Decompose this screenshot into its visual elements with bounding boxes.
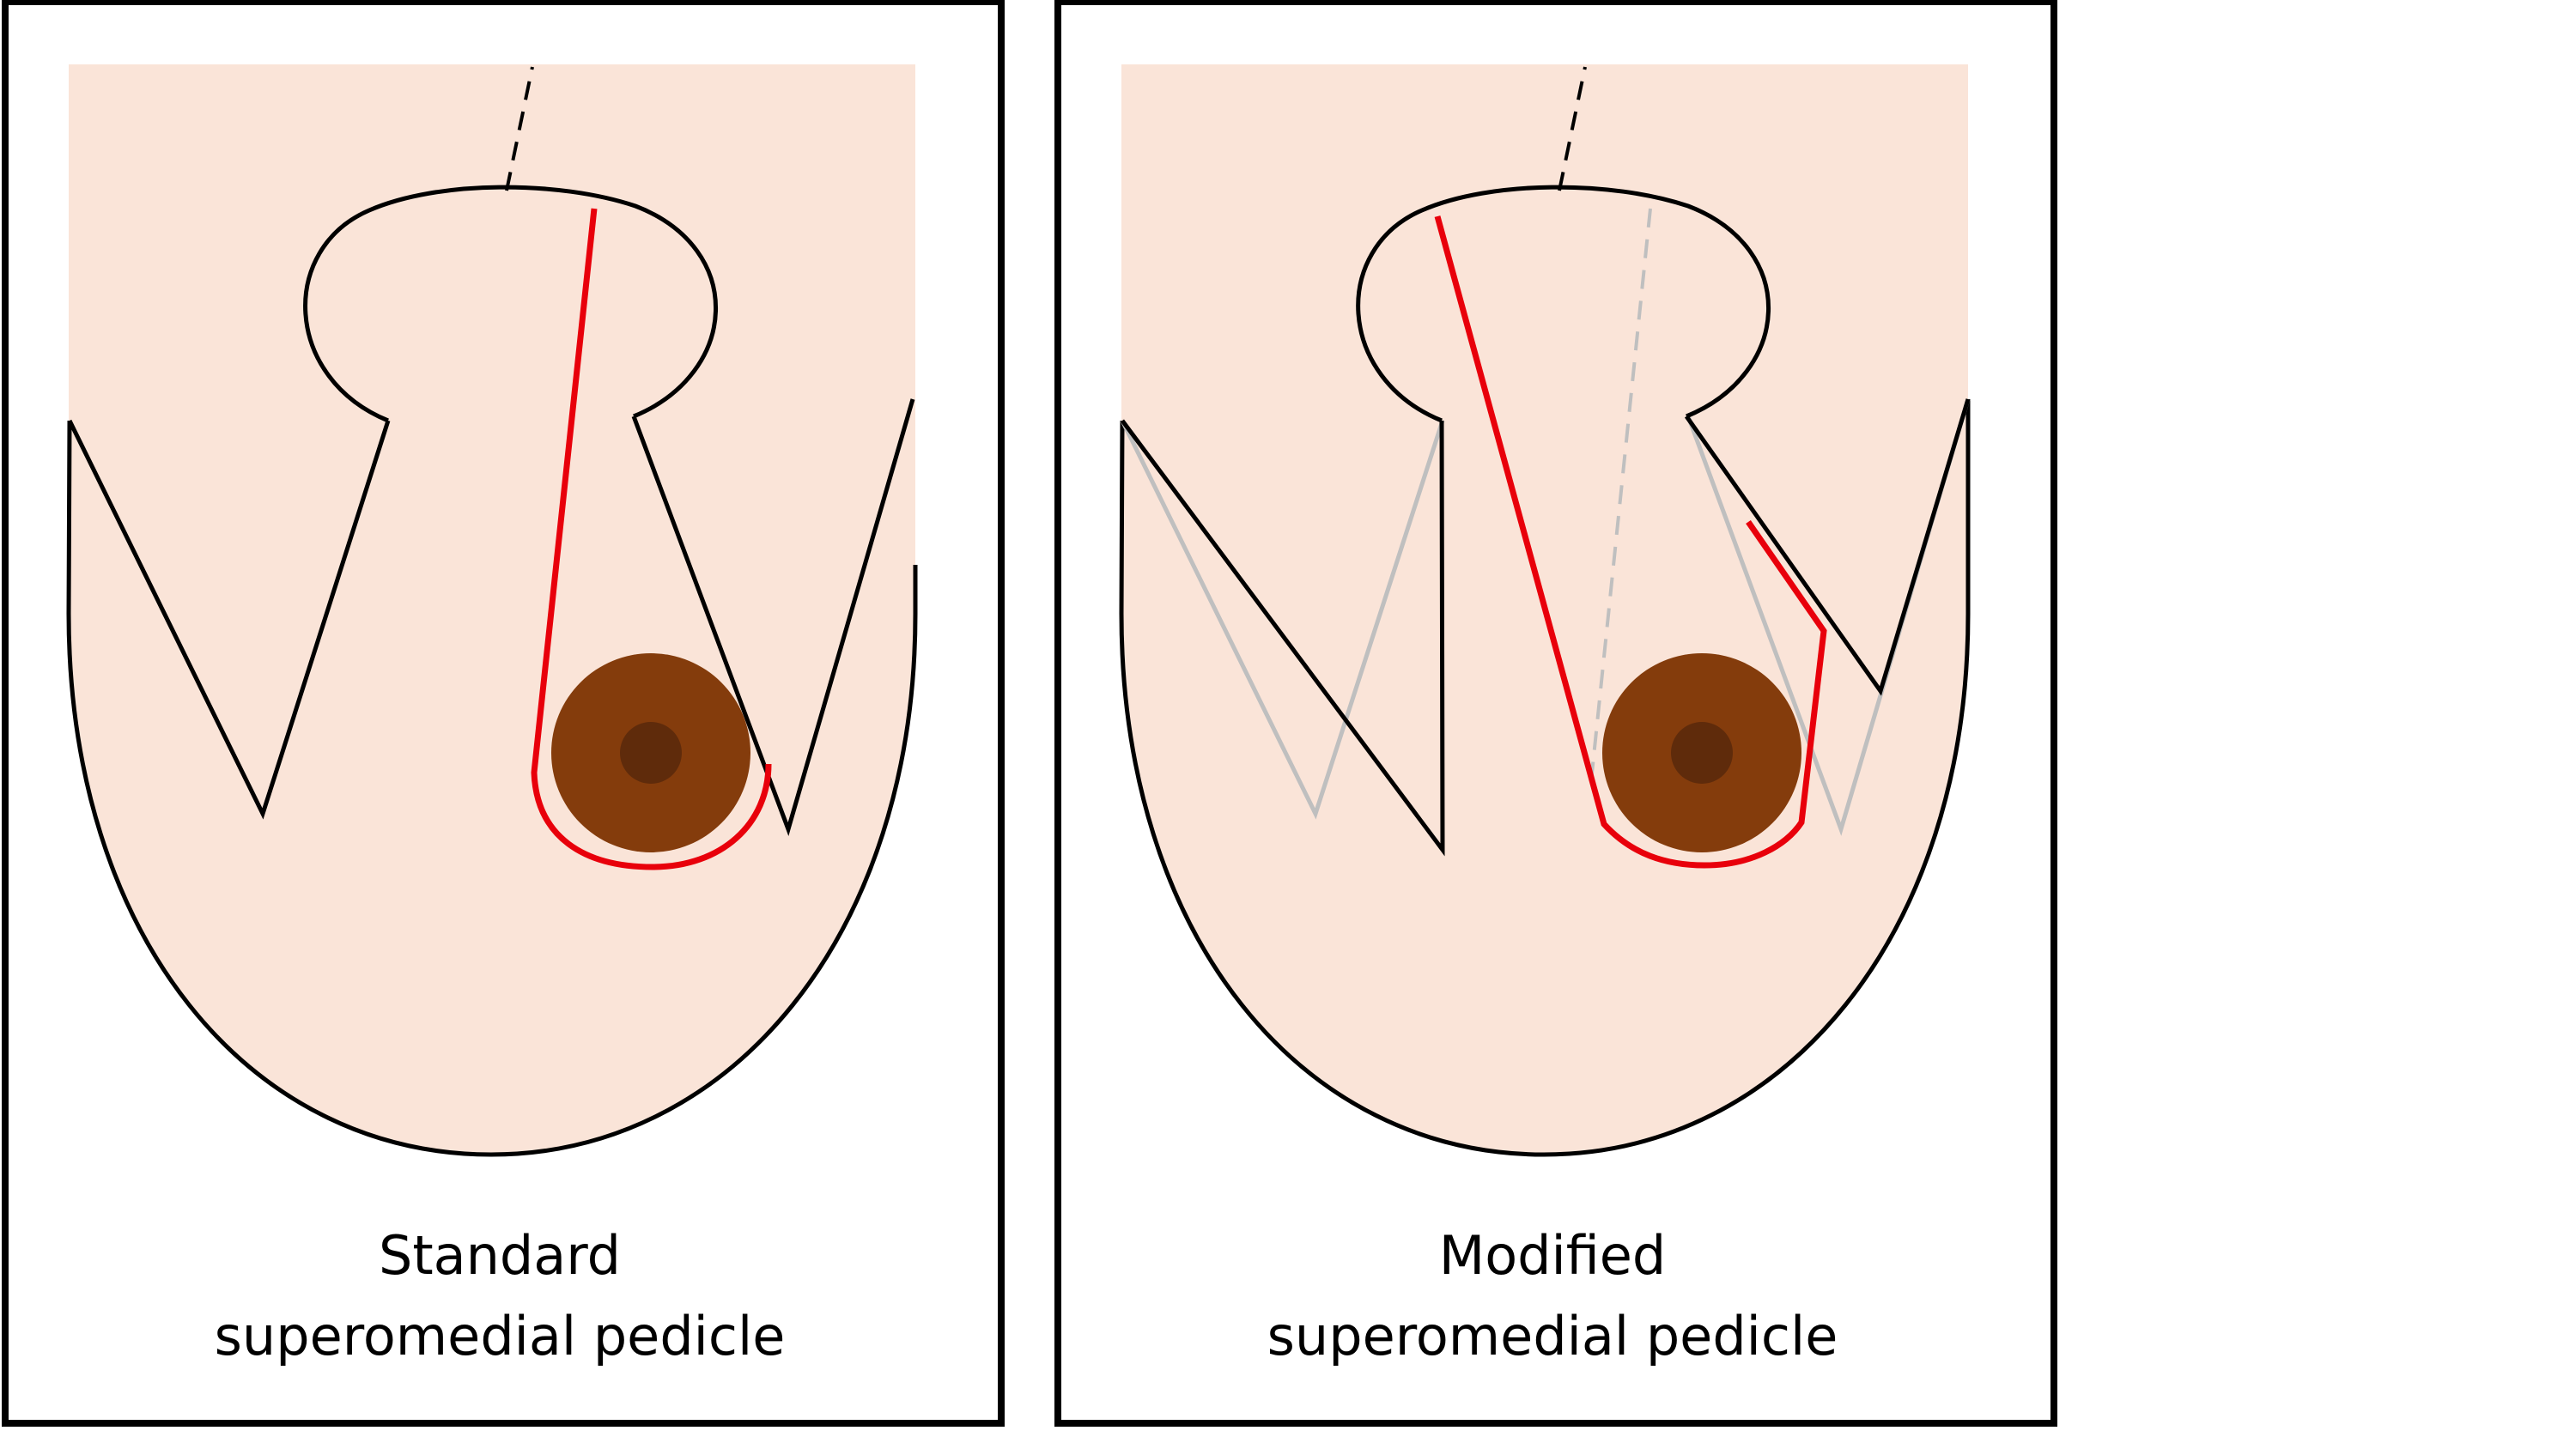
skin-area xyxy=(69,64,915,1155)
panel-standard xyxy=(2,0,1005,1427)
previous-marking-left xyxy=(1120,419,1445,820)
wise-pattern-right-limb xyxy=(631,398,915,836)
caption-standard-line2: superomedial pedicle xyxy=(214,1305,786,1367)
nipple xyxy=(1671,722,1733,784)
caption-modified-line2: superomedial pedicle xyxy=(1267,1305,1838,1367)
nipple xyxy=(620,722,682,784)
pedicle-incision-modified xyxy=(1434,215,1827,869)
caption-modified: Modified superomedial pedicle xyxy=(1054,1216,2050,1377)
breast-outline xyxy=(66,420,918,1157)
wise-pattern-left-limb xyxy=(67,419,391,820)
modified-marking-left xyxy=(1120,419,1445,857)
breast-meridian-dashed xyxy=(1558,66,1587,191)
breast-outline xyxy=(1119,399,1971,1157)
previous-pedicle-dashed xyxy=(1589,208,1652,791)
breast-meridian-dashed xyxy=(505,66,534,191)
modified-marking-right xyxy=(1684,398,1971,696)
caption-standard: Standard superomedial pedicle xyxy=(2,1216,998,1377)
caption-standard-line1: Standard xyxy=(378,1224,622,1287)
caption-modified-line1: Modified xyxy=(1438,1224,1667,1287)
pedicle-incision-standard xyxy=(531,208,772,870)
panel-modified xyxy=(1054,0,2057,1427)
